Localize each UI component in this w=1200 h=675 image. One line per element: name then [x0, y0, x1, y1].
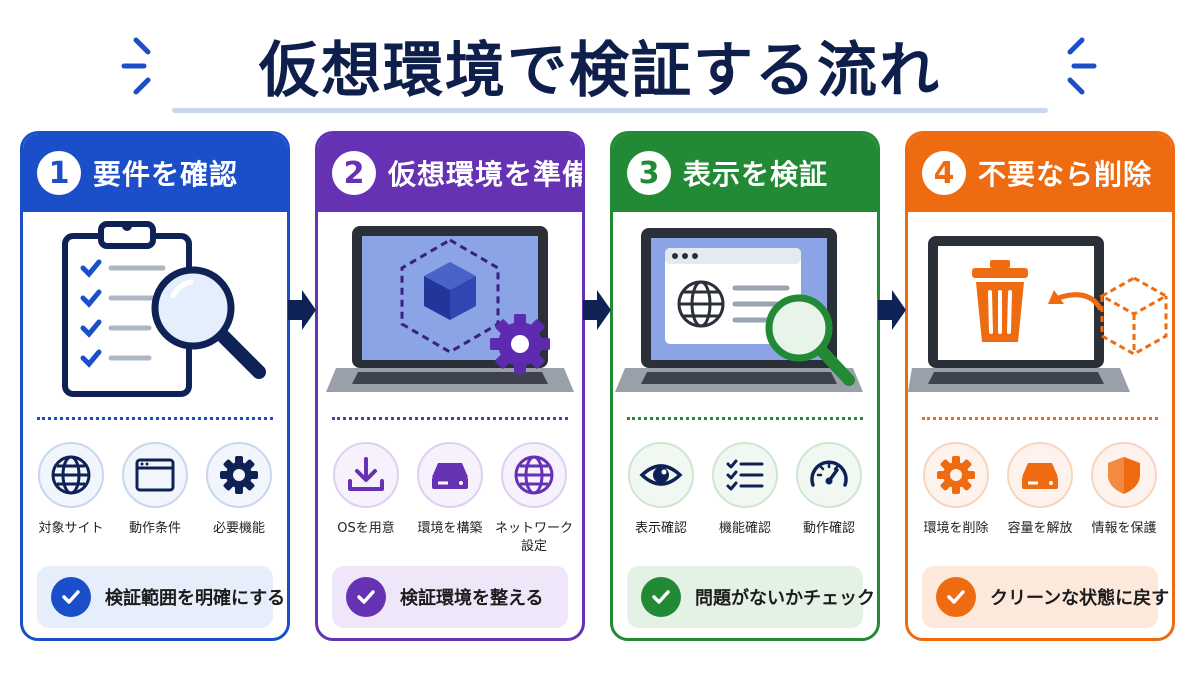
dotted-divider [627, 417, 863, 420]
step-header: 2 仮想環境を準備 [318, 134, 582, 212]
step-icons: 対象サイト 動作条件 必要機能 [29, 442, 281, 538]
drive-icon [1022, 463, 1058, 489]
step-title: 不要なら削除 [978, 158, 1153, 191]
step-card-1: 1 要件を確認 対象サイト [20, 131, 290, 641]
left-spark-icon [121, 37, 151, 95]
icon-label: 対象サイト [38, 521, 104, 536]
icon-item: 表示確認 [621, 442, 701, 538]
icon-item: 機能確認 [705, 442, 785, 538]
shield-icon [1108, 457, 1140, 494]
globe-icon [51, 455, 91, 495]
icon-label: 環境を構築 [417, 521, 483, 536]
step-number: 2 [332, 151, 376, 195]
icon-item: 動作条件 [115, 442, 195, 538]
clipboard-magnifier-illustration [62, 221, 266, 397]
check-icon [936, 577, 976, 617]
step-card-4: 4 不要なら削除 環境を削除 [905, 131, 1175, 641]
eye-icon [639, 464, 683, 486]
icon-label: 機能確認 [718, 521, 771, 536]
drive-icon [432, 463, 468, 489]
icon-label: 動作確認 [802, 521, 855, 536]
download-icon [348, 457, 384, 491]
gear-icon [220, 456, 258, 494]
dotted-divider [332, 417, 568, 420]
step-card-3: 3 表示を検証 表示確認 [610, 131, 880, 641]
step-icons: OSを用意 環境を構築 ネットワーク 設定 [324, 442, 576, 556]
icon-label: ネットワーク 設定 [494, 521, 573, 554]
icon-label: 環境を削除 [923, 521, 989, 536]
result-text: 検証環境を整える [400, 588, 544, 609]
icon-item: 環境を削除 [916, 442, 996, 538]
page-title: 仮想環境で検証する流れ [259, 36, 941, 106]
step-title: 仮想環境を準備 [388, 158, 585, 191]
step-header: 1 要件を確認 [23, 134, 287, 212]
result-box: 問題がないかチェック [627, 566, 875, 628]
laptop-trash-illustration [908, 236, 1170, 392]
icon-item: ネットワーク 設定 [494, 442, 574, 556]
icon-item: 必要機能 [199, 442, 279, 538]
icon-label: 必要機能 [212, 521, 265, 536]
icon-item: 動作確認 [789, 442, 869, 538]
dotted-divider [37, 417, 273, 420]
step-number: 3 [627, 151, 671, 195]
icon-item: 対象サイト [31, 442, 111, 538]
title-underline [172, 108, 1048, 113]
check-icon [51, 577, 91, 617]
step-icons: 表示確認 機能確認 動作 [619, 442, 871, 538]
result-box: 検証範囲を明確にする [37, 566, 285, 628]
step-header: 3 表示を検証 [613, 134, 877, 212]
step-number: 4 [922, 151, 966, 195]
result-box: 検証環境を整える [332, 566, 568, 628]
icon-label: 表示確認 [634, 521, 687, 536]
arrow-right-icon [583, 290, 611, 330]
step-title: 表示を検証 [683, 158, 829, 191]
laptop-browser-magnifier-illustration [615, 228, 863, 392]
browser-window-icon [135, 458, 175, 492]
globe-icon [514, 455, 554, 495]
step-icons: 環境を削除 容量を解放 情報を保護 [914, 442, 1166, 538]
gauge-icon [810, 460, 848, 487]
icon-label: 容量を解放 [1007, 521, 1073, 536]
checklist-icon [726, 459, 764, 491]
dotted-divider [922, 417, 1158, 420]
result-box: クリーンな状態に戻す [922, 566, 1169, 628]
icon-item: 容量を解放 [1000, 442, 1080, 538]
icon-item: OSを用意 [326, 442, 406, 556]
step-number: 1 [37, 151, 81, 195]
icon-label: OSを用意 [337, 521, 395, 536]
laptop-cube-gear-illustration [326, 226, 574, 392]
result-text: 検証範囲を明確にする [105, 588, 286, 609]
icon-item: 環境を構築 [410, 442, 490, 556]
icon-item: 情報を保護 [1084, 442, 1164, 538]
gear-icon [937, 456, 975, 494]
check-icon [346, 577, 386, 617]
step-title: 要件を確認 [93, 158, 239, 191]
step-card-2: 2 仮想環境を準備 OSを用意 [315, 131, 585, 641]
check-icon [641, 577, 681, 617]
step-header: 4 不要なら削除 [908, 134, 1172, 212]
right-spark-icon [1067, 37, 1097, 95]
arrow-right-icon [878, 290, 906, 330]
icon-label: 動作条件 [128, 521, 181, 536]
result-text: 問題がないかチェック [695, 588, 875, 609]
result-text: クリーンな状態に戻す [990, 588, 1170, 609]
arrow-right-icon [288, 290, 316, 330]
icon-label: 情報を保護 [1091, 521, 1157, 536]
